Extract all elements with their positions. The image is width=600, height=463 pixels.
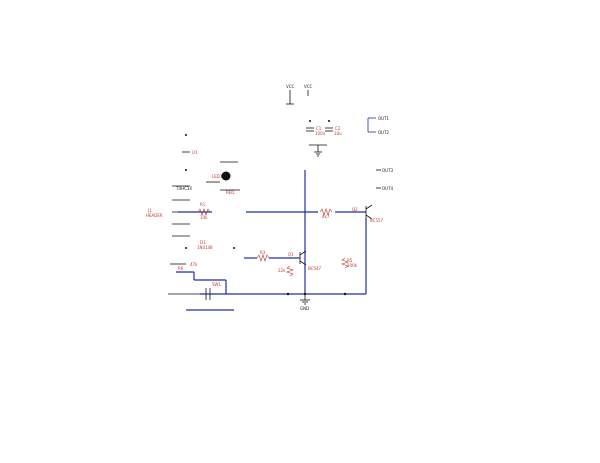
out4-label: OUT4 xyxy=(382,186,394,191)
vcc-label-left: VCC xyxy=(286,84,295,89)
j1-value: HEADER xyxy=(146,213,163,218)
resistor-r1: R1 10k xyxy=(197,202,211,220)
vcc-symbol-left: VCC xyxy=(286,84,295,105)
led-ref: LED1 xyxy=(212,174,223,179)
q2-part: BC557 xyxy=(370,218,384,223)
ground-symbol-top xyxy=(309,144,327,157)
transistor-q1: Q1 BC547 xyxy=(288,250,322,271)
switch-sw1: R6 47k SW1 xyxy=(170,262,227,294)
output-connector-group: OUT1 OUT2 OUT3 OUT4 xyxy=(367,116,394,191)
r6-ref: R6 xyxy=(178,266,184,271)
r1-value: 10k xyxy=(200,215,208,220)
sw1-label: SW1 xyxy=(212,282,221,287)
u1-part: 74HC14 xyxy=(176,186,192,191)
ground-symbol-bottom: GND xyxy=(300,294,310,311)
capacitor-c2: C2 10u xyxy=(325,120,342,136)
resistor-r4: 22k xyxy=(278,265,294,277)
out3-label: OUT3 xyxy=(382,168,394,173)
cap-c1-value: 100n xyxy=(315,131,326,136)
d1-ref: D1 xyxy=(200,240,206,245)
capacitor-bottom xyxy=(205,288,211,300)
ic-u1: U1 J1 HEADER 74HC14 xyxy=(146,134,198,237)
d1-value: 1N4148 xyxy=(197,245,213,250)
r3-ref: R3 xyxy=(260,250,266,255)
r4-value: 22k xyxy=(278,268,286,273)
q1-part: BC547 xyxy=(308,266,322,271)
vcc-label-right: VCC xyxy=(304,84,313,89)
led-value: RED xyxy=(226,190,234,195)
cap-c1-ref: C1 xyxy=(316,126,322,131)
u1-ref: U1 xyxy=(192,150,198,155)
gnd-label: GND xyxy=(300,306,309,311)
led-dot-icon xyxy=(221,171,231,181)
r2-value: 4k7 xyxy=(322,214,330,219)
out1-label: OUT1 xyxy=(378,116,390,121)
resistor-r2: 4k7 xyxy=(319,208,333,219)
vcc-symbol-right: VCC xyxy=(304,84,313,96)
capacitor-c1: C1 100n xyxy=(306,120,326,136)
diode-d1: D1 1N4148 xyxy=(185,240,235,250)
cap-c2-ref: C2 xyxy=(335,126,341,131)
led-led1: LED1 RED xyxy=(206,161,240,195)
r1-ref: R1 xyxy=(200,202,206,207)
r6-value: 47k xyxy=(190,262,198,267)
r5-ref: R5 xyxy=(347,258,353,263)
r5-value: 100k xyxy=(347,263,358,268)
q2-ref: Q2 xyxy=(352,207,358,212)
j1-ref: J1 xyxy=(147,208,152,213)
out2-label: OUT2 xyxy=(378,130,390,135)
cap-c2-value: 10u xyxy=(334,131,342,136)
resistor-r5: R5 100k xyxy=(341,257,358,269)
resistor-r3: R3 xyxy=(244,250,300,262)
transistor-q2: Q2 BC557 xyxy=(352,204,384,223)
q1-ref: Q1 xyxy=(288,252,294,257)
